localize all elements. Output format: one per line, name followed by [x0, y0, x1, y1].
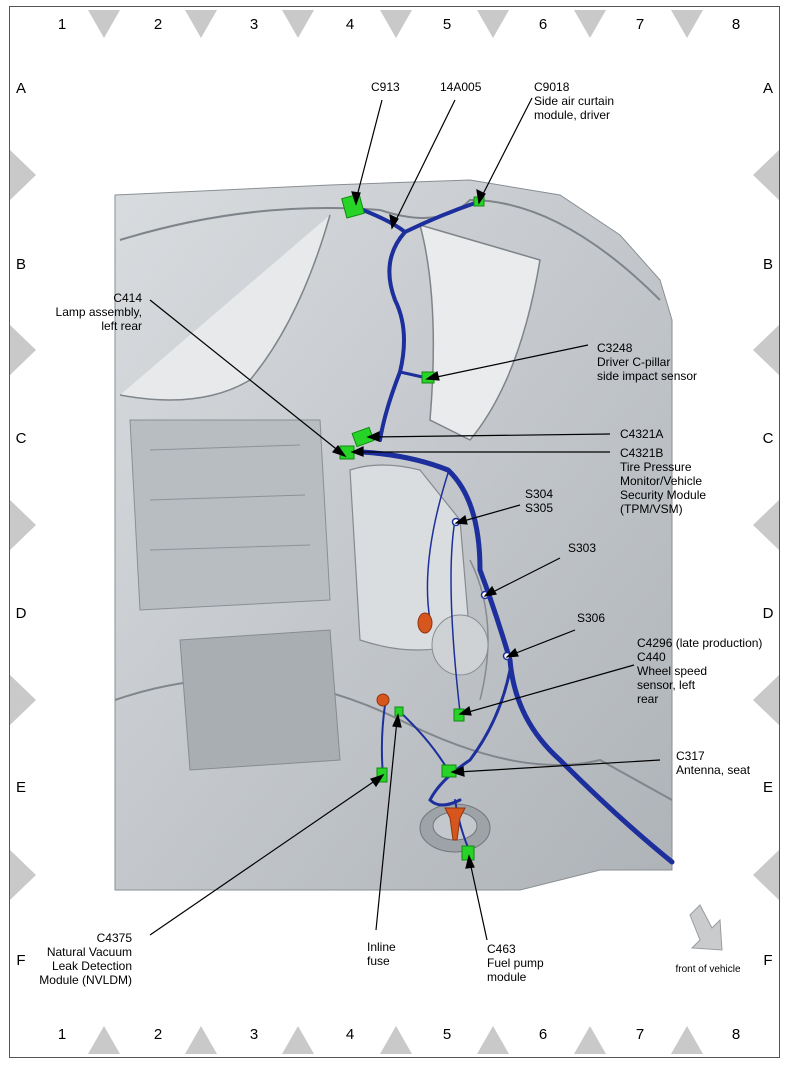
- callout-s306: S306: [577, 611, 606, 625]
- connector-c4321a: [351, 426, 375, 448]
- row-label: F: [763, 952, 773, 969]
- connector-c440: [453, 708, 465, 722]
- callout-s304: S304 S305: [525, 487, 554, 515]
- column-label: 3: [249, 1026, 259, 1043]
- column-label: 5: [442, 16, 452, 33]
- column-label: 8: [731, 1026, 741, 1043]
- callout-c463: C463 Fuel pump module: [487, 942, 544, 984]
- column-label: 8: [731, 16, 741, 33]
- leader-lines: [149, 97, 661, 941]
- connector-c913: [341, 193, 365, 219]
- column-label: 7: [635, 1026, 645, 1043]
- callout-c4321b: C4321B Tire Pressure Monitor/Vehicle Sec…: [620, 446, 707, 516]
- callout-inline-fuse: Inline fuse: [367, 940, 396, 968]
- row-label: A: [15, 80, 26, 97]
- component-inline-fuse: [376, 693, 390, 707]
- row-label: D: [762, 605, 774, 622]
- vehicle-body: [114, 179, 673, 891]
- row-label: E: [762, 779, 773, 796]
- component-nvldm: [417, 612, 433, 634]
- front-of-vehicle-arrow: [689, 904, 723, 951]
- callout-c913: C913: [371, 80, 400, 94]
- connector-inline-fuse: [394, 706, 404, 717]
- column-label: 3: [249, 16, 259, 33]
- callout-c9018: C9018 Side air curtain module, driver: [534, 80, 615, 122]
- row-label: F: [16, 952, 26, 969]
- column-label: 6: [538, 16, 548, 33]
- callout-c317: C317 Antenna, seat: [676, 749, 751, 777]
- callout-s303: S303: [568, 541, 597, 555]
- row-label: D: [15, 605, 27, 622]
- callout-14a005: 14A005: [440, 80, 482, 94]
- column-label: 2: [153, 16, 163, 33]
- callout-c414: C414 Lamp assembly, left rear: [55, 291, 142, 333]
- row-label: C: [15, 430, 27, 447]
- components: [376, 612, 466, 841]
- row-label: A: [762, 80, 773, 97]
- column-label: 6: [538, 1026, 548, 1043]
- front-of-vehicle-label: front of vehicle: [675, 964, 741, 975]
- grid-markers: [10, 10, 779, 1054]
- column-label: 5: [442, 1026, 452, 1043]
- column-label: 7: [635, 16, 645, 33]
- column-label: 2: [153, 1026, 163, 1043]
- column-label: 4: [345, 1026, 355, 1043]
- column-label: 1: [57, 16, 67, 33]
- callout-c4321a: C4321A: [620, 427, 664, 441]
- row-label: E: [15, 779, 26, 796]
- column-label: 1: [57, 1026, 67, 1043]
- row-label: B: [15, 256, 26, 273]
- diagram-frame: [9, 6, 780, 1058]
- callout-c3248: C3248 Driver C-pillar side impact sensor: [597, 341, 698, 383]
- column-label: 4: [345, 16, 355, 33]
- row-label: B: [762, 256, 773, 273]
- callout-c4375: C4375 Natural Vacuum Leak Detection Modu…: [39, 931, 132, 987]
- component-fuel-pump: [444, 807, 466, 841]
- callout-c4296: C4296 (late production) C440 Wheel speed…: [637, 636, 763, 706]
- row-label: C: [762, 430, 774, 447]
